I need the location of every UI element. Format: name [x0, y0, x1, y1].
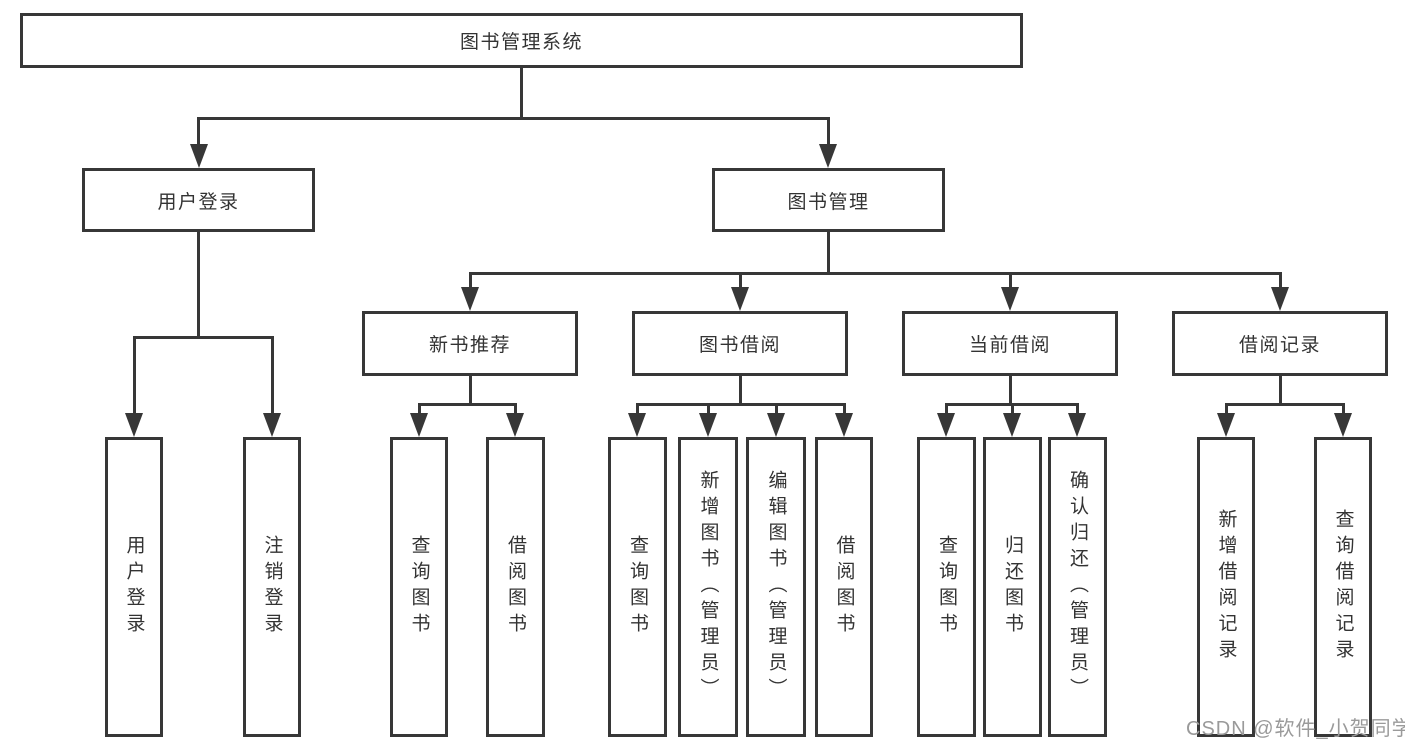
connector-line — [197, 232, 200, 338]
connector-line — [1009, 272, 1012, 291]
arrow-down-icon — [125, 413, 143, 437]
arrow-down-icon — [819, 144, 837, 168]
node-book-management: 图书管理 — [712, 168, 945, 232]
node-book-borrowing: 图书借阅 — [632, 311, 848, 376]
arrow-down-icon — [410, 413, 428, 437]
connector-line — [469, 272, 1282, 275]
leaf-label: 新增借阅记录 — [1215, 509, 1237, 665]
leaf-logout: 注销登录 — [243, 437, 301, 737]
connector-line — [636, 403, 639, 417]
arrow-down-icon — [1068, 413, 1086, 437]
arrow-down-icon — [1003, 413, 1021, 437]
connector-line — [197, 117, 200, 147]
connector-line — [636, 403, 845, 406]
leaf-confirm-return-admin: 确认归还（管理员） — [1048, 437, 1107, 737]
connector-line — [707, 403, 710, 417]
leaf-label: 查询借阅记录 — [1332, 509, 1354, 665]
connector-line — [827, 117, 830, 147]
connector-line — [133, 336, 136, 415]
connector-line — [1011, 403, 1014, 417]
arrow-down-icon — [1001, 287, 1019, 311]
leaf-query-books-borrowing: 查询图书 — [608, 437, 667, 737]
leaf-edit-book-admin: 编辑图书（管理员） — [746, 437, 806, 737]
leaf-return-books: 归还图书 — [983, 437, 1042, 737]
leaf-query-borrow-record: 查询借阅记录 — [1314, 437, 1372, 737]
leaf-borrow-books-recommendation: 借阅图书 — [486, 437, 545, 737]
leaf-label: 用户登录 — [123, 535, 145, 639]
connector-line — [1279, 376, 1282, 405]
connector-line — [418, 403, 421, 417]
connector-line — [1225, 403, 1228, 417]
connector-line — [827, 232, 830, 274]
leaf-query-books-current: 查询图书 — [917, 437, 976, 737]
leaf-user-login: 用户登录 — [105, 437, 163, 737]
connector-line — [520, 68, 523, 120]
leaf-add-borrow-record: 新增借阅记录 — [1197, 437, 1255, 737]
node-user-login: 用户登录 — [82, 168, 315, 232]
node-library-management-system: 图书管理系统 — [20, 13, 1023, 68]
arrow-down-icon — [835, 413, 853, 437]
arrow-down-icon — [461, 287, 479, 311]
node-current-borrowing: 当前借阅 — [902, 311, 1118, 376]
leaf-label: 编辑图书（管理员） — [765, 470, 787, 704]
leaf-label: 确认归还（管理员） — [1067, 470, 1088, 704]
connector-line — [469, 376, 472, 405]
connector-line — [1009, 376, 1012, 405]
connector-line — [739, 376, 742, 405]
connector-line — [469, 272, 472, 291]
leaf-borrow-books-borrowing: 借阅图书 — [815, 437, 873, 737]
connector-line — [1225, 403, 1345, 406]
leaf-label: 注销登录 — [261, 535, 283, 639]
arrow-down-icon — [1217, 413, 1235, 437]
connector-line — [133, 336, 274, 339]
connector-line — [1076, 403, 1079, 417]
watermark: CSDN @软件_小贺同学 — [1186, 718, 1405, 740]
leaf-label: 借阅图书 — [833, 535, 855, 639]
connector-line — [775, 403, 778, 417]
leaf-label: 借阅图书 — [505, 535, 526, 639]
node-borrowing-records: 借阅记录 — [1172, 311, 1388, 376]
arrow-down-icon — [1271, 287, 1289, 311]
connector-line — [271, 336, 274, 415]
connector-line — [418, 403, 517, 406]
node-new-book-recommendation: 新书推荐 — [362, 311, 578, 376]
leaf-label: 查询图书 — [408, 535, 430, 639]
leaf-label: 归还图书 — [1002, 535, 1023, 639]
arrow-down-icon — [263, 413, 281, 437]
connector-line — [843, 403, 846, 417]
connector-line — [739, 272, 742, 291]
connector-line — [1342, 403, 1345, 417]
leaf-label: 新增图书（管理员） — [697, 470, 719, 704]
connector-line — [197, 117, 830, 120]
connector-line — [945, 403, 948, 417]
arrow-down-icon — [767, 413, 785, 437]
leaf-query-books-recommendation: 查询图书 — [390, 437, 448, 737]
arrow-down-icon — [1334, 413, 1352, 437]
connector-line — [514, 403, 517, 417]
arrow-down-icon — [731, 287, 749, 311]
leaf-label: 查询图书 — [627, 535, 648, 639]
arrow-down-icon — [699, 413, 717, 437]
connector-line — [1279, 272, 1282, 291]
leaf-label: 查询图书 — [936, 535, 957, 639]
arrow-down-icon — [628, 413, 646, 437]
arrow-down-icon — [506, 413, 524, 437]
leaf-add-book-admin: 新增图书（管理员） — [678, 437, 738, 737]
arrow-down-icon — [190, 144, 208, 168]
arrow-down-icon — [937, 413, 955, 437]
